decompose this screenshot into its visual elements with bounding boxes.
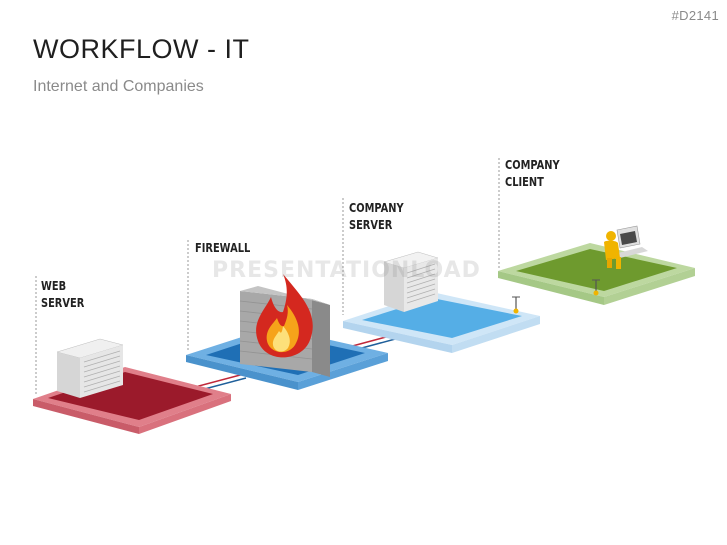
cable-web-firewall-a (194, 373, 245, 388)
wifi-antenna-icon-client (592, 279, 600, 296)
web-server-rack-icon (56, 338, 124, 398)
slide-title: WORKFLOW - IT (33, 34, 250, 64)
user-at-computer-icon (604, 225, 648, 269)
stage-label-company-server: COMPANY SERVER (349, 200, 404, 234)
stage-label-line: FIREWALL (195, 241, 251, 255)
stage-label-firewall: FIREWALL (195, 240, 250, 257)
company-server-rack-icon (383, 251, 439, 312)
watermark: PRESENTATIONLOAD (212, 258, 481, 283)
slide-subtitle: Internet and Companies (33, 78, 204, 95)
stage-label-line: SERVER (41, 296, 85, 310)
guide-lines (35, 158, 500, 395)
wifi-antenna-icon (512, 296, 520, 314)
fire-icon (256, 274, 313, 358)
platform-company-server (343, 292, 540, 353)
stage-label-line: WEB (41, 279, 67, 293)
platform-company-client (498, 243, 695, 305)
stage-label-line: CLIENT (505, 175, 544, 189)
stage-label-company-client: COMPANY CLIENT (505, 157, 560, 191)
stage-label-web-server: WEB SERVER (41, 278, 84, 312)
slide-id: #D2141 (671, 8, 719, 23)
stage-label-line: COMPANY (505, 158, 560, 172)
stage-label-line: SERVER (349, 218, 393, 232)
stage-label-line: COMPANY (349, 201, 404, 215)
